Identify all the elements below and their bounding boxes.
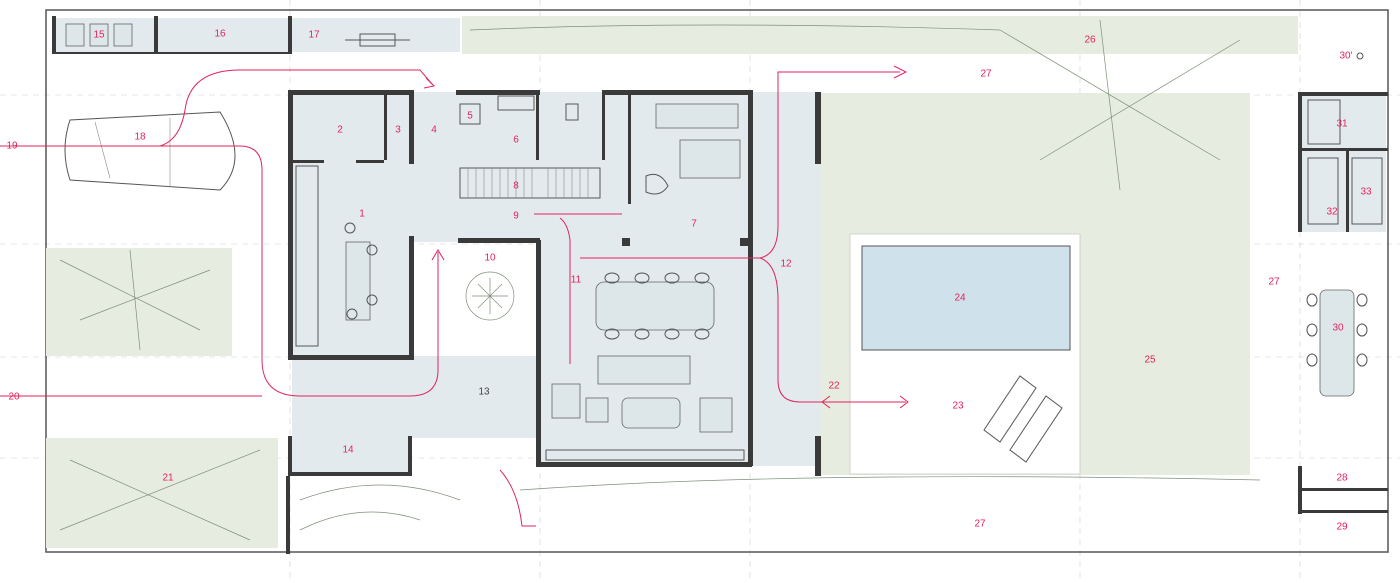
circulation-routes <box>0 65 909 527</box>
car-icon <box>64 111 236 191</box>
garden-front <box>46 438 278 548</box>
label-14: 14 <box>342 445 354 456</box>
label-13: 13 <box>478 387 490 398</box>
label-6: 6 <box>513 135 519 146</box>
label-33: 33 <box>1360 187 1372 198</box>
label-2: 2 <box>337 125 343 136</box>
room-labels: 1 2 3 4 5 6 7 8 9 10 11 12 13 14 15 16 1… <box>6 29 1372 533</box>
label-4: 4 <box>431 125 437 136</box>
label-15: 15 <box>93 30 105 41</box>
label-30: 30 <box>1332 323 1344 334</box>
label-7: 7 <box>691 219 697 230</box>
entrance-hall <box>292 356 540 438</box>
label-23: 23 <box>952 401 964 412</box>
label-29: 29 <box>1336 522 1348 533</box>
label-17: 17 <box>308 30 320 41</box>
label-27b: 27 <box>1268 277 1280 288</box>
label-9: 9 <box>513 211 519 222</box>
label-30b: 30' <box>1339 51 1352 62</box>
label-18: 18 <box>134 132 146 143</box>
label-20: 20 <box>8 392 20 403</box>
tree-icon <box>465 271 515 321</box>
label-16: 16 <box>214 29 226 40</box>
label-22: 22 <box>828 381 840 392</box>
swimming-pool <box>861 245 1071 351</box>
label-19: 19 <box>6 141 18 152</box>
label-24: 24 <box>954 293 966 304</box>
label-21: 21 <box>162 473 174 484</box>
label-12: 12 <box>780 259 792 270</box>
gallery <box>750 92 820 466</box>
label-3: 3 <box>395 125 401 136</box>
label-5: 5 <box>467 111 473 122</box>
label-31: 31 <box>1336 119 1348 130</box>
label-27a: 27 <box>980 69 992 80</box>
label-32: 32 <box>1326 207 1338 218</box>
label-8: 8 <box>513 181 519 192</box>
label-26: 26 <box>1084 35 1096 46</box>
staircase <box>459 167 601 199</box>
pavilion <box>1302 94 1386 232</box>
motorbike-icon <box>345 33 410 47</box>
label-1: 1 <box>359 209 365 220</box>
interior-floors <box>54 18 1386 472</box>
porch <box>292 438 412 472</box>
label-10: 10 <box>484 253 496 264</box>
label-25: 25 <box>1144 355 1156 366</box>
garden-side <box>462 16 1298 54</box>
label-28: 28 <box>1336 473 1348 484</box>
label-27c: 27 <box>974 519 986 530</box>
furniture <box>64 23 1383 463</box>
planting <box>59 19 1261 541</box>
walls <box>52 16 1388 554</box>
label-11: 11 <box>571 275 582 286</box>
